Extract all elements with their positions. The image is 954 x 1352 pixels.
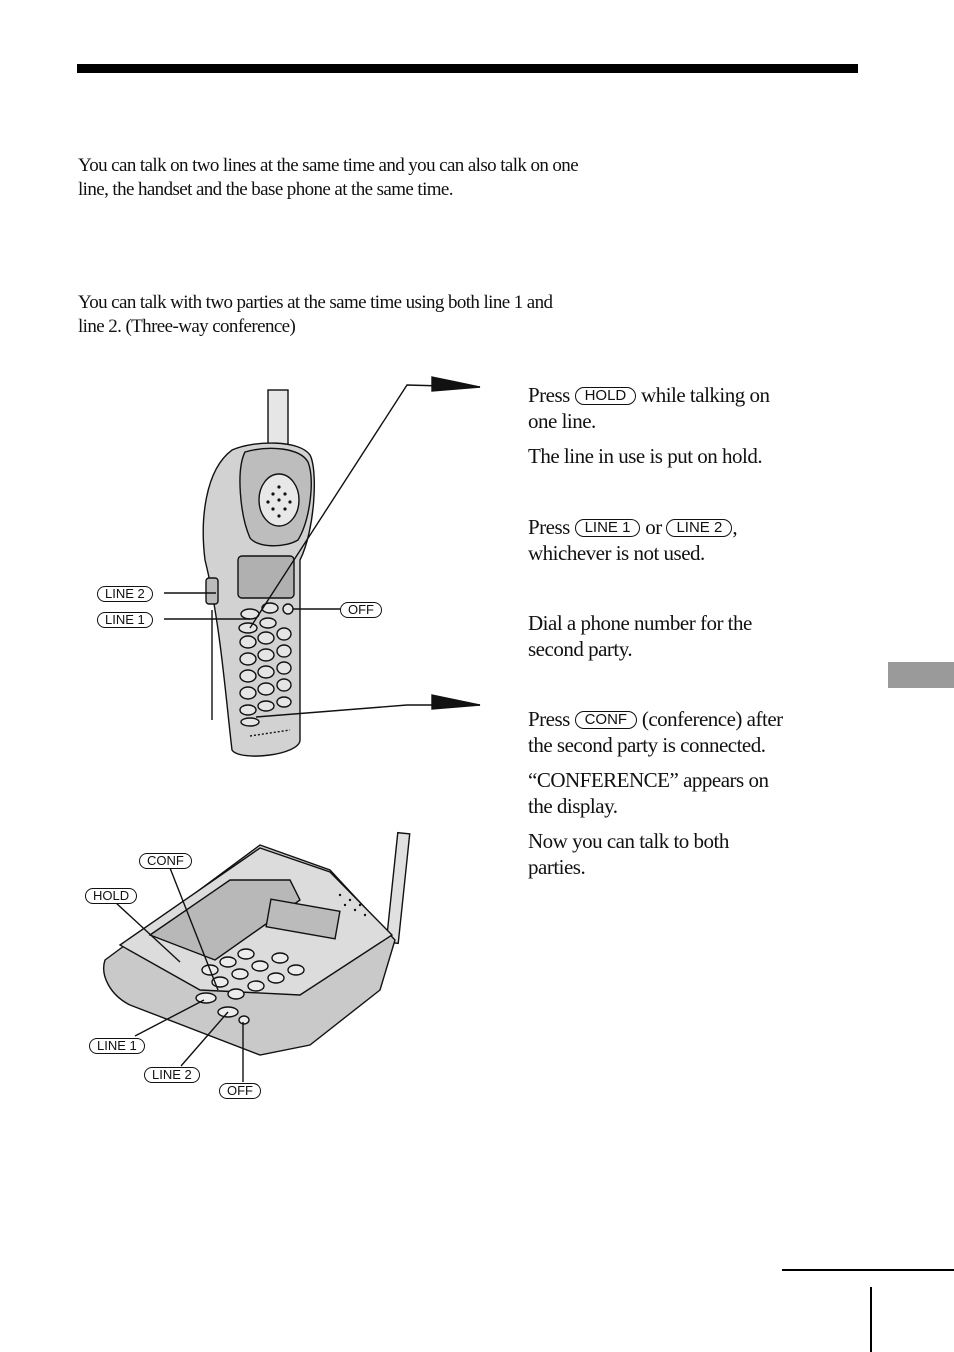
- base-line1-label: LINE 1: [89, 1038, 145, 1054]
- hold-key: HOLD: [574, 387, 637, 405]
- base-hold-label: HOLD: [85, 888, 138, 904]
- step-4: Press CONF (conference) after the second…: [528, 706, 848, 880]
- step-1-rest-text: while talking on: [641, 383, 770, 407]
- conf-key: CONF: [574, 711, 638, 729]
- conference-intro-line-2: line 2. (Three-way conference): [78, 316, 296, 337]
- step-4-note-1a: “CONFERENCE” appears on: [528, 768, 769, 792]
- step-2-or-text: or: [645, 515, 662, 539]
- step-4-note-2a: Now you can talk to both: [528, 829, 729, 853]
- base-phone-illustration: [103, 831, 411, 1056]
- step-2-continuation: whichever is not used.: [528, 541, 705, 565]
- handset-line2-label: LINE 2: [97, 586, 153, 602]
- step-2-comma: ,: [732, 515, 738, 539]
- base-conf-label: CONF: [139, 853, 192, 869]
- step-4-press-text: Press: [528, 707, 570, 731]
- page-number-divider: [870, 1287, 872, 1352]
- step-4-rest-text: (conference) after: [641, 707, 783, 731]
- base-line2-label: LINE 2: [144, 1067, 200, 1083]
- intro-line-2: line, the handset and the base phone at …: [78, 179, 454, 200]
- top-rule: [77, 64, 858, 73]
- step-1-press-text: Press: [528, 383, 570, 407]
- step-2: Press LINE 1 or LINE 2, whichever is not…: [528, 514, 848, 566]
- conference-intro-paragraph: You can talk with two parties at the sam…: [78, 291, 718, 339]
- section-side-tab: [888, 662, 954, 688]
- intro-paragraph: You can talk on two lines at the same ti…: [78, 154, 718, 202]
- handset-illustration: [202, 442, 316, 757]
- base-off-label: OFF: [219, 1083, 261, 1099]
- step-4-continuation: the second party is connected.: [528, 733, 766, 757]
- step-1-note: The line in use is put on hold.: [528, 444, 763, 468]
- line1-key: LINE 1: [574, 519, 641, 537]
- handset-callouts: [164, 376, 481, 718]
- step-4-note-2b: parties.: [528, 855, 586, 879]
- handset-off-label: OFF: [340, 602, 382, 618]
- step-1: Press HOLD while talking on one line. Th…: [528, 382, 848, 469]
- handset-antenna: [267, 389, 289, 451]
- step-1-continuation: one line.: [528, 409, 596, 433]
- step-3-line-2: second party.: [528, 637, 633, 661]
- step-4-note-1b: the display.: [528, 794, 618, 818]
- conference-intro-line-1: You can talk with two parties at the sam…: [78, 292, 553, 313]
- step-3-line-1: Dial a phone number for the: [528, 611, 752, 635]
- bottom-rule: [782, 1269, 954, 1271]
- step-2-press-text: Press: [528, 515, 570, 539]
- step-3: Dial a phone number for the second party…: [528, 610, 848, 662]
- line2-key: LINE 2: [666, 519, 733, 537]
- base-callouts: [114, 867, 244, 1082]
- handset-line1-label: LINE 1: [97, 612, 153, 628]
- intro-line-1: You can talk on two lines at the same ti…: [78, 155, 579, 176]
